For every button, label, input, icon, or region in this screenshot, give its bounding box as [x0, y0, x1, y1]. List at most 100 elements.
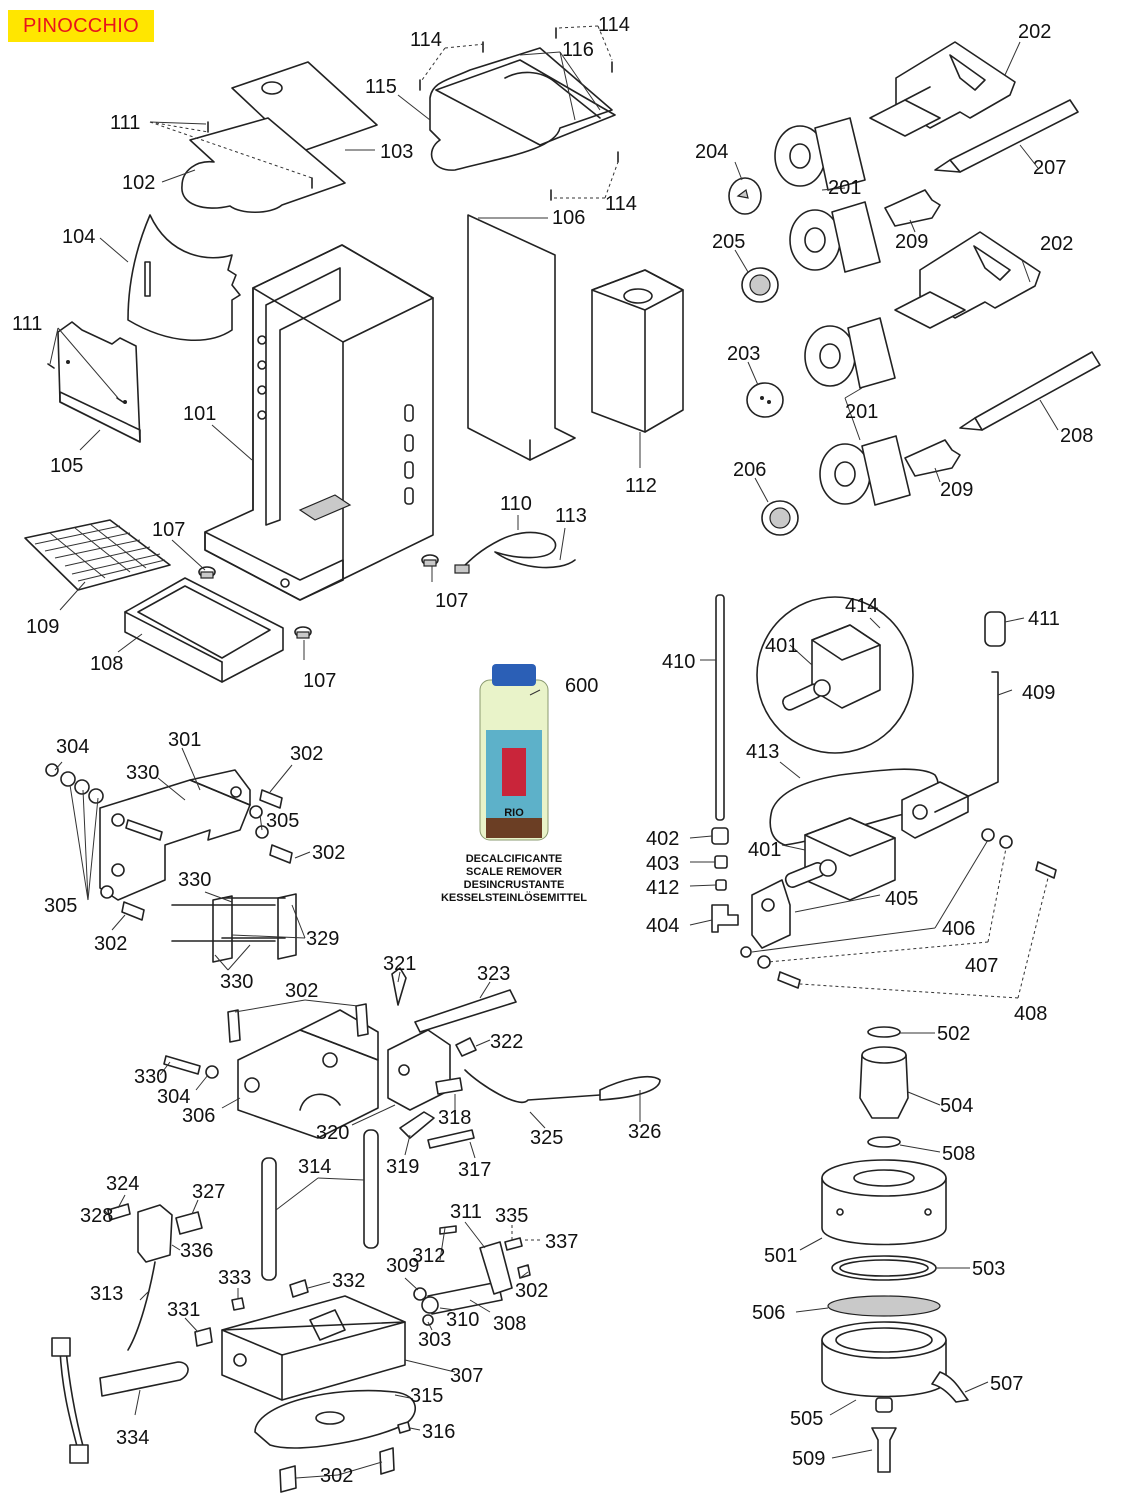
callout-504: 504 — [940, 1095, 973, 1117]
callout-324: 324 — [106, 1173, 139, 1195]
callout-402: 402 — [646, 828, 679, 850]
title-badge: PINOCCHIO — [8, 10, 154, 42]
part-106-back-panel — [467, 214, 576, 461]
part-109-drip-grid — [24, 519, 171, 591]
part-308-plunger — [421, 1241, 513, 1315]
callout-209: 209 — [895, 231, 928, 253]
callout-labels: 111 102 103 104 111 105 101 107 107 107 … — [12, 14, 1093, 1487]
callout-309: 309 — [386, 1255, 419, 1277]
callout-337: 337 — [545, 1231, 578, 1253]
callout-316: 316 — [422, 1421, 455, 1443]
callout-302-f: 302 — [320, 1465, 353, 1487]
callout-101: 101 — [183, 403, 216, 425]
part-509-nozzle — [871, 1427, 897, 1473]
part-314-rods — [261, 1129, 379, 1281]
part-402-404-fittings — [711, 827, 739, 933]
part-502-o-ring — [867, 1026, 901, 1038]
callout-206: 206 — [733, 459, 766, 481]
callout-411: 411 — [1028, 608, 1060, 630]
part-409-411-pipe — [934, 611, 1006, 813]
part-406-408-hardware — [740, 828, 1057, 989]
part-501-body — [821, 1159, 947, 1246]
callout-304-b: 304 — [157, 1086, 190, 1108]
product-label-line-3: DESINCRUSTANTE — [464, 879, 565, 891]
part-302-bolts-upper — [121, 789, 293, 921]
callout-306: 306 — [182, 1105, 215, 1127]
callout-327: 327 — [192, 1181, 225, 1203]
part-107-feet — [198, 554, 439, 639]
callout-401-b: 401 — [748, 839, 781, 861]
callout-600: 600 — [565, 675, 598, 697]
part-600-descaler-bottle: RIO — [479, 664, 549, 841]
callout-305-b: 305 — [44, 895, 77, 917]
callout-329: 329 — [306, 928, 339, 950]
callout-307: 307 — [450, 1365, 483, 1387]
callout-202-b: 202 — [1040, 233, 1073, 255]
part-320-side-block — [387, 1029, 451, 1111]
callout-108: 108 — [90, 653, 123, 675]
part-202-holder-top — [869, 41, 1016, 137]
part-306-main-block — [237, 1009, 379, 1139]
callout-334: 334 — [116, 1427, 149, 1449]
part-110-power-cord — [454, 531, 576, 574]
callout-331: 331 — [167, 1299, 200, 1321]
callout-102: 102 — [122, 172, 155, 194]
callout-409: 409 — [1022, 682, 1055, 704]
callout-414: 414 — [845, 595, 878, 617]
part-307-base-block — [221, 1295, 406, 1401]
callout-112: 112 — [625, 475, 657, 497]
callout-107: 107 — [152, 519, 185, 541]
part-209-keys — [884, 189, 961, 477]
callout-313: 313 — [90, 1283, 123, 1305]
callout-407: 407 — [965, 955, 998, 977]
callout-109: 109 — [26, 616, 59, 638]
callout-302-c: 302 — [94, 933, 127, 955]
part-104-shield — [127, 214, 241, 342]
part-202-holder-bottom — [894, 231, 1041, 329]
callout-205: 205 — [712, 231, 745, 253]
callout-104: 104 — [62, 226, 95, 248]
callout-330-b: 330 — [178, 869, 211, 891]
part-304-305-washers — [45, 763, 269, 899]
callout-114-b: 114 — [598, 14, 630, 36]
callout-208: 208 — [1060, 425, 1093, 447]
callout-330: 330 — [126, 762, 159, 784]
part-203-206-inserts — [728, 177, 799, 536]
product-label-line-2: SCALE REMOVER — [466, 866, 562, 878]
callout-333: 333 — [218, 1267, 251, 1289]
callout-322: 322 — [490, 1031, 523, 1053]
part-405-bracket — [751, 781, 969, 949]
product-label-line-1: DECALCIFICANTE — [466, 853, 563, 865]
callout-328: 328 — [80, 1205, 113, 1227]
part-101-frame — [204, 244, 434, 601]
callout-413: 413 — [746, 741, 779, 763]
part-334-wire-harness — [51, 1337, 189, 1464]
callout-335: 335 — [495, 1205, 528, 1227]
callout-406: 406 — [942, 918, 975, 940]
part-112-water-tank — [591, 269, 684, 433]
callout-308: 308 — [493, 1313, 526, 1335]
callout-302: 302 — [290, 743, 323, 765]
callout-502: 502 — [937, 1023, 970, 1045]
callout-315: 315 — [410, 1385, 443, 1407]
callout-201-b: 201 — [845, 401, 878, 423]
callout-114: 114 — [410, 29, 442, 51]
callout-302-d: 302 — [285, 980, 318, 1002]
callout-508: 508 — [942, 1143, 975, 1165]
part-201-filters — [774, 117, 911, 506]
callout-111: 111 — [110, 112, 140, 134]
part-323-325-326-lever — [414, 989, 661, 1103]
callout-110: 110 — [500, 493, 532, 515]
product-label-line-4: KESSELSTEINLÖSEMITTEL — [441, 891, 587, 904]
part-506-filter-screen — [827, 1295, 941, 1317]
callout-325: 325 — [530, 1127, 563, 1149]
part-401-pump — [784, 817, 896, 901]
part-401-pump-detail — [756, 596, 914, 754]
callout-405: 405 — [885, 888, 918, 910]
part-108-drip-tray — [124, 577, 284, 683]
callout-105: 105 — [50, 455, 83, 477]
page-title: PINOCCHIO — [22, 14, 140, 37]
part-505-cup — [821, 1321, 969, 1413]
part-410-tube — [715, 594, 725, 821]
